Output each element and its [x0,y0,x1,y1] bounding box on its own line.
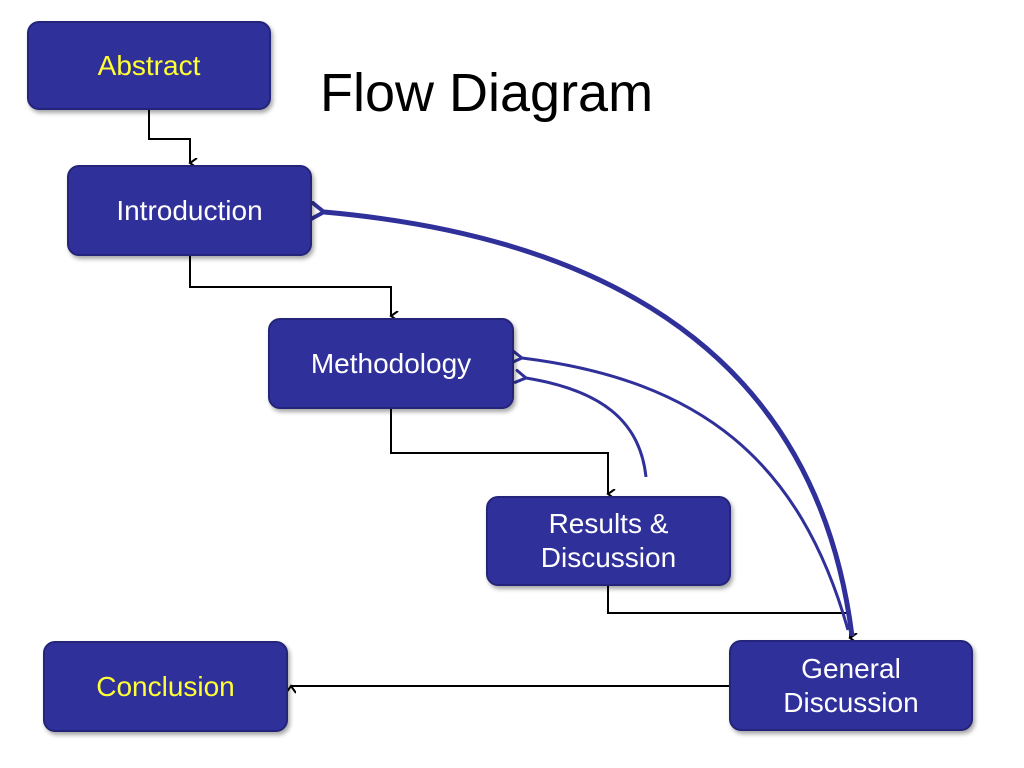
node-methodology-label: Methodology [310,347,472,379]
node-methodology[interactable]: Methodology [268,318,514,409]
curve-general-to-introduction [309,200,855,637]
edge-methodology-results [390,409,608,494]
node-general-discussion[interactable]: General Discussion [729,640,973,731]
node-results-discussion[interactable]: Results & Discussion [486,496,731,586]
node-introduction-label: Introduction [116,194,263,226]
node-abstract-label: Abstract [97,49,201,81]
node-abstract[interactable]: Abstract [27,21,271,110]
node-introduction[interactable]: Introduction [67,165,312,256]
edge-abstract-introduction [148,110,190,163]
node-conclusion[interactable]: Conclusion [43,641,288,732]
curve-general-to-methodology [509,349,850,631]
diagram-title: Flow Diagram [320,63,654,123]
edge-introduction-methodology [189,256,391,316]
node-general-label: General Discussion [783,652,919,718]
node-results-label: Results & Discussion [540,508,677,573]
node-conclusion-label: Conclusion [96,670,235,702]
edge-results-general [607,586,850,638]
curve-results-to-methodology [513,368,648,478]
